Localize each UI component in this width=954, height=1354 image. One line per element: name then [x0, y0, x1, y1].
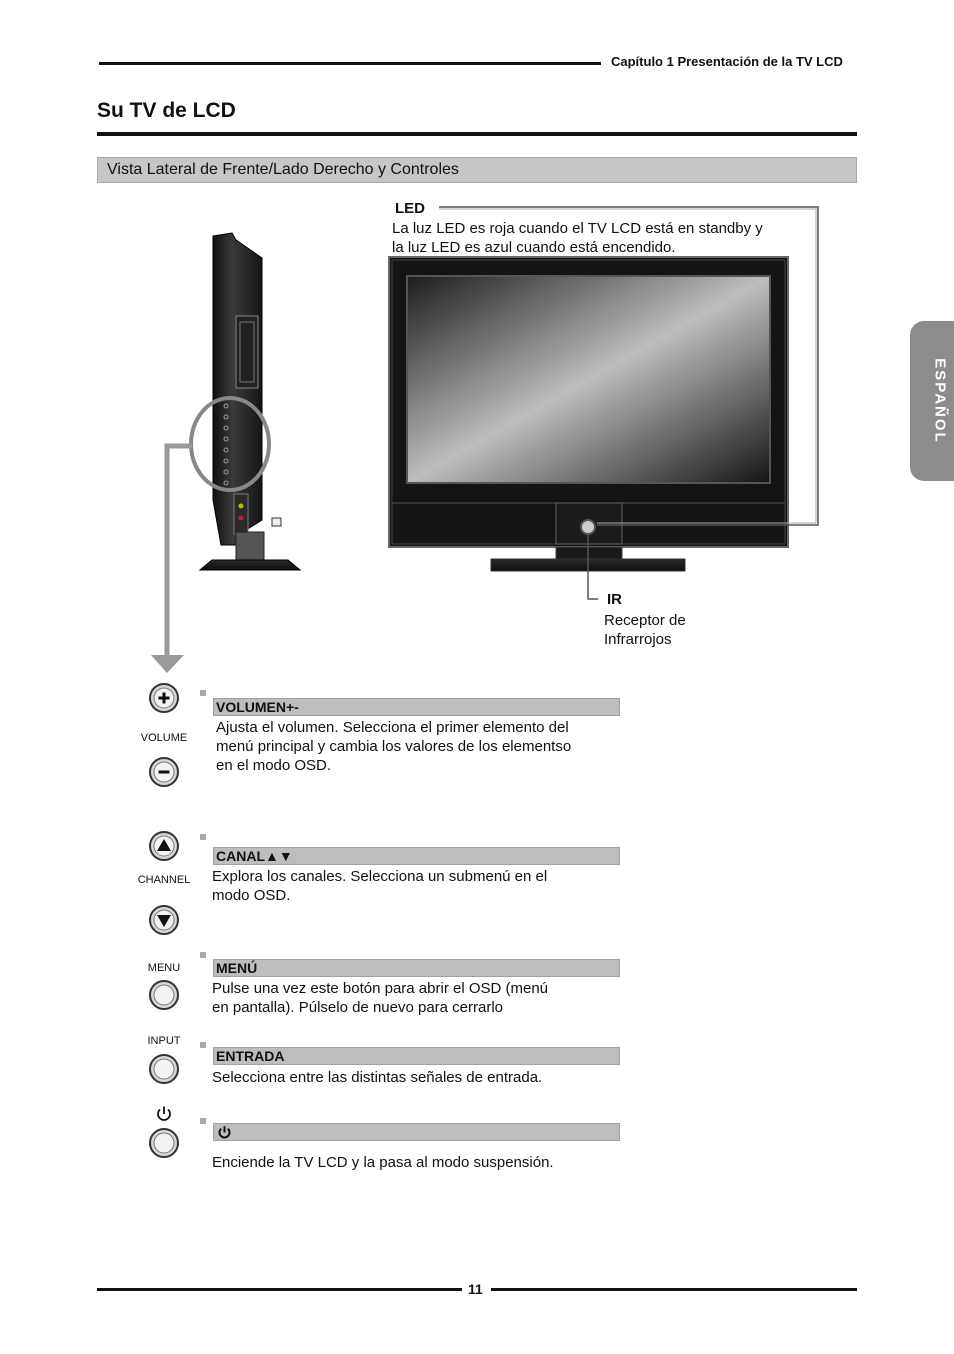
bullet [200, 952, 206, 958]
bullet [200, 1118, 206, 1124]
ir-callout-line [587, 534, 598, 600]
power-desc-line1: Enciende la TV LCD y la pasa al modo sus… [212, 1154, 554, 1171]
channel-up-button[interactable] [148, 830, 180, 862]
menu-desc-line1: Pulse una vez este botón para abrir el O… [212, 980, 549, 997]
bullet [200, 1042, 206, 1048]
minus-icon [158, 770, 170, 774]
tv-side-view [189, 232, 302, 571]
menu-desc-line2: en pantalla). Púlselo de nuevo para cerr… [212, 999, 504, 1016]
menu-heading-bar: MENÚ [213, 959, 620, 977]
channel-heading: CANAL▲▼ [216, 848, 293, 864]
header-rule [99, 62, 601, 65]
footer-rule-right [491, 1288, 857, 1291]
volume-minus-button[interactable] [148, 756, 180, 788]
led-callout-line2: la luz LED es azul cuando está encendido… [392, 239, 676, 256]
menu-button[interactable] [148, 979, 180, 1011]
ir-callout-line1: Receptor de [604, 612, 686, 629]
section-heading-bar: Vista Lateral de Frente/Lado Derecho y C… [97, 157, 857, 183]
ir-callout-line2: Infrarrojos [604, 631, 672, 648]
menu-heading: MENÚ [216, 960, 258, 976]
input-heading: ENTRADA [216, 1048, 285, 1064]
input-button[interactable] [148, 1053, 180, 1085]
volume-heading-bar: VOLUMEN+- [213, 698, 620, 716]
power-icon [157, 1106, 171, 1121]
input-heading-bar: ENTRADA [213, 1047, 620, 1065]
title-rule [97, 132, 857, 136]
volume-desc-line1: Ajusta el volumen. Selecciona el primer … [216, 719, 569, 736]
power-icon [218, 1126, 231, 1139]
section-heading: Vista Lateral de Frente/Lado Derecho y C… [107, 161, 459, 178]
volume-desc-line3: en el modo OSD. [216, 757, 332, 774]
input-desc-line1: Selecciona entre las distintas señales d… [212, 1069, 543, 1086]
input-label: INPUT [147, 1035, 181, 1047]
channel-down-button[interactable] [148, 904, 180, 936]
ir-callout-title: IR [607, 591, 622, 608]
tv-front-view [388, 256, 789, 572]
channel-desc-line1: Explora los canales. Selecciona un subme… [212, 868, 548, 885]
menu-label: MENU [147, 962, 181, 974]
volume-plus-button[interactable] [148, 682, 180, 714]
chapter-title: Capítulo 1 Presentación de la TV LCD [611, 54, 843, 69]
bullet [200, 834, 206, 840]
channel-heading-bar: CANAL▲▼ [213, 847, 620, 865]
volume-heading: VOLUMEN+- [216, 699, 299, 715]
tv-diagram [151, 206, 819, 673]
led-callout-line1: La luz LED es roja cuando el TV LCD está… [392, 220, 763, 237]
controls-arrow [151, 443, 192, 673]
triangle-up-icon [157, 839, 171, 851]
page-number: 11 [468, 1281, 483, 1297]
led-callout-title: LED [395, 200, 425, 217]
led-callout-line [439, 206, 819, 526]
triangle-down-icon [157, 915, 171, 927]
footer-rule-left [97, 1288, 462, 1291]
volume-desc-line2: menú principal y cambia los valores de l… [216, 738, 572, 755]
volume-label: VOLUME [140, 732, 188, 744]
power-heading-bar [213, 1123, 620, 1141]
channel-label: CHANNEL [137, 874, 191, 886]
language-tab: ESPAÑOL [910, 321, 954, 481]
page-title: Su TV de LCD [97, 99, 236, 122]
plus-icon [158, 692, 170, 704]
power-button[interactable] [148, 1127, 180, 1159]
bullet [200, 690, 206, 696]
channel-desc-line2: modo OSD. [212, 887, 291, 904]
